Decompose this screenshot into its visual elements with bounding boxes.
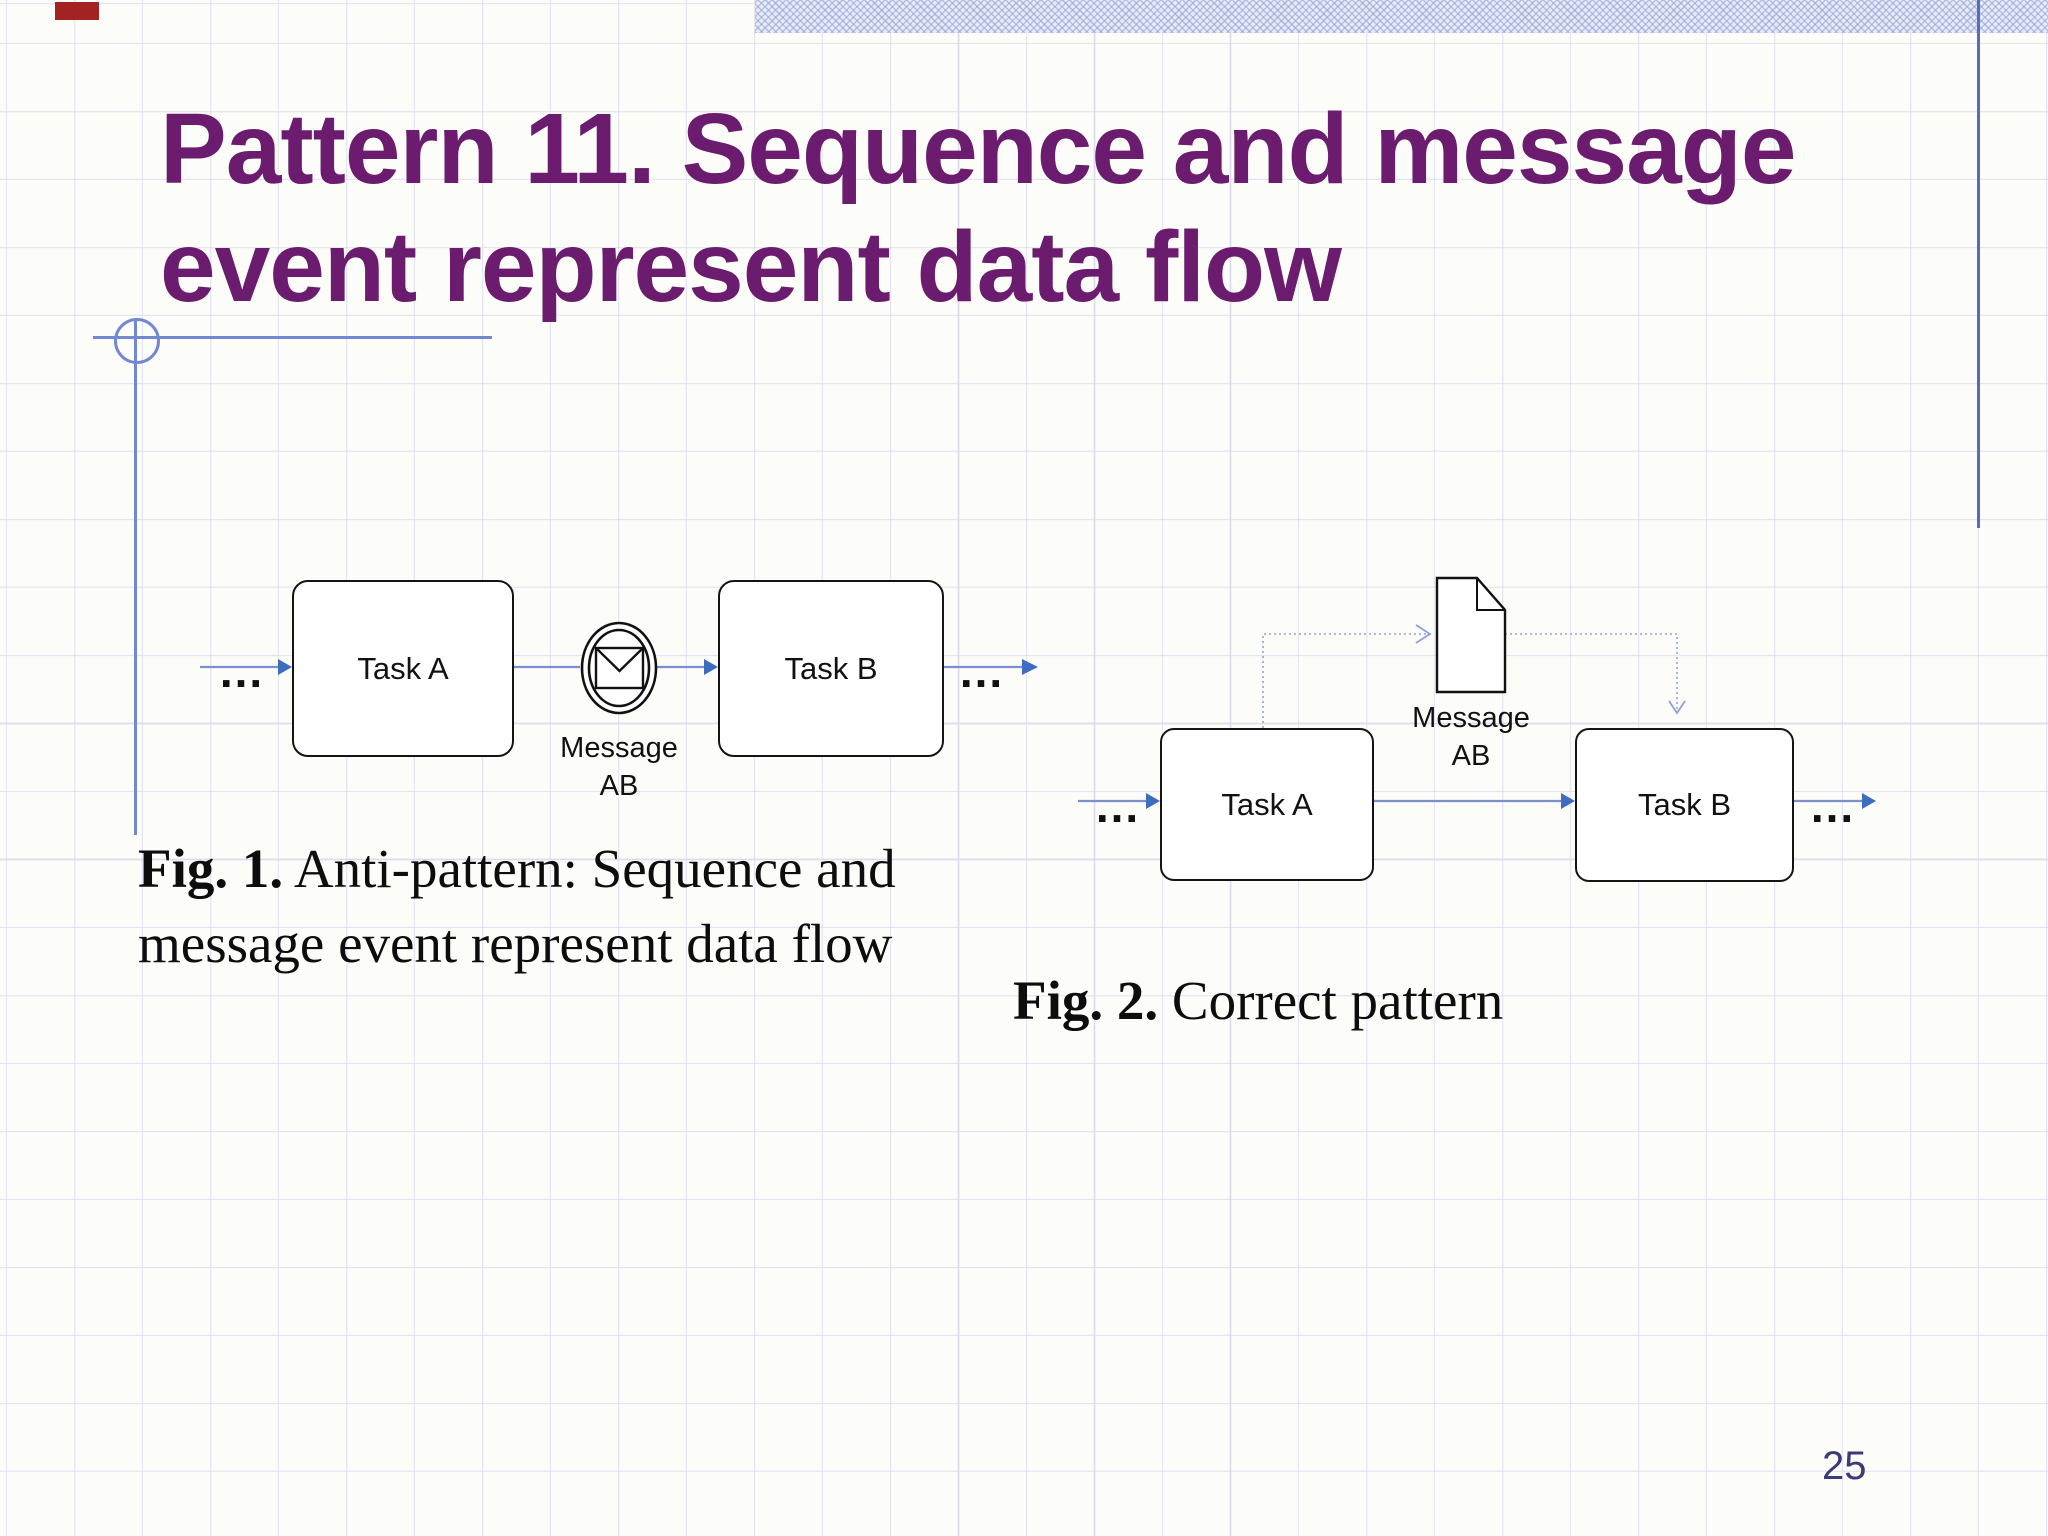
slide-title: Pattern 11. Sequence and message event r… <box>160 93 1796 323</box>
fig2-caption-number: Fig. 2. <box>1013 970 1159 1031</box>
red-accent-rect <box>55 2 99 20</box>
fig1-message-label: Message AB <box>509 730 729 805</box>
fig2-task-a-label: Task A <box>1221 786 1313 822</box>
fig2-message-label: Message AB <box>1361 700 1581 775</box>
document-icon <box>1435 576 1507 694</box>
fig2-message-label-line1: Message <box>1412 702 1530 734</box>
fig2-ellipsis-out: ... <box>1810 780 1856 833</box>
fig1-ellipsis-out: ... <box>959 645 1005 698</box>
right-vertical-rule <box>1977 0 1980 528</box>
fig1-task-b-box: Task B <box>718 580 944 757</box>
fig2-message-label-line2: AB <box>1451 739 1491 772</box>
fig1-ellipsis-in: ... <box>219 645 265 698</box>
left-vertical-rule <box>134 319 137 835</box>
fig1-caption-text-line1: Anti-pattern: Sequence and <box>283 838 896 899</box>
fig2-task-b-label: Task B <box>1637 787 1732 822</box>
fig1-sequence-flows <box>200 659 1038 675</box>
decor-circle <box>114 318 160 364</box>
fig2-task-a-box: Task A <box>1160 728 1374 881</box>
fig1-message-label-line1: Message <box>560 732 678 764</box>
fig1-task-a-label: Task A <box>357 650 449 686</box>
fig2-data-associations <box>1262 624 1686 728</box>
message-event-icon <box>580 621 658 715</box>
fig1-caption: Fig. 1. Anti-pattern: Sequence and messa… <box>138 832 998 982</box>
fig1-message-label-line2: AB <box>599 769 639 802</box>
fig1-caption-number: Fig. 1. <box>138 838 284 899</box>
fig2-caption-text: Correct pattern <box>1158 970 1504 1031</box>
fig1-task-a-box: Task A <box>292 580 514 757</box>
fig2-caption: Fig. 2. Correct pattern <box>1013 964 1713 1039</box>
fig2-ellipsis-in: ... <box>1095 780 1141 833</box>
title-underline-rule <box>93 336 492 339</box>
fig1-task-b-label: Task B <box>784 650 878 686</box>
fig2-sequence-flows <box>1078 793 1876 809</box>
header-hatch-bar <box>755 0 2048 33</box>
fig2-task-b-box: Task B <box>1575 728 1794 882</box>
fig1-caption-text-line2: message event represent data flow <box>138 912 893 974</box>
page-number: 25 <box>1822 1444 1867 1488</box>
